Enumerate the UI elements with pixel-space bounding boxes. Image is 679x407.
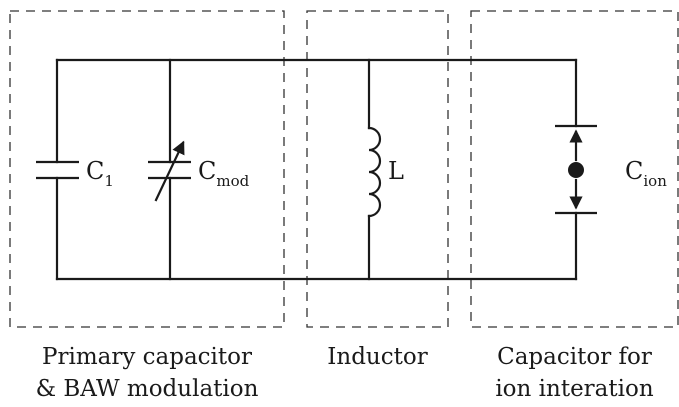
caption-inductor-line-1: Inductor: [327, 344, 428, 370]
variable-arrow-icon: [154, 140, 185, 202]
section-box-inductor: [306, 10, 449, 328]
svg-text:Cion: Cion: [625, 157, 667, 190]
section-box-ion: [470, 10, 679, 328]
caption-ion-line-1: Capacitor for: [497, 344, 652, 370]
capacitor-c1: C1: [36, 58, 114, 281]
capacitor-cion: Cion: [555, 58, 667, 281]
caption-primary-line-1: Primary capacitor: [42, 344, 252, 370]
cion-subscript: ion: [643, 172, 667, 190]
svg-text:C1: C1: [86, 157, 114, 190]
cion-label: C: [625, 157, 643, 185]
caption-primary-line-2: & BAW modulation: [35, 376, 259, 402]
c1-subscript: 1: [104, 172, 114, 190]
svg-text:Cmod: Cmod: [198, 157, 250, 190]
inductor-l: L: [367, 58, 404, 281]
capacitor-cmod: Cmod: [148, 58, 250, 281]
caption-primary: Primary capacitor & BAW modulation: [10, 341, 284, 405]
caption-inductor: Inductor: [307, 341, 448, 373]
section-box-primary: [9, 10, 285, 328]
inductor-coil-icon: [367, 126, 382, 218]
caption-ion: Capacitor for ion interation: [471, 341, 678, 405]
cmod-label: C: [198, 157, 216, 185]
cmod-subscript: mod: [216, 172, 249, 190]
ion-dot-icon: [568, 162, 584, 178]
inductor-label: L: [388, 157, 404, 185]
c1-label: C: [86, 157, 104, 185]
caption-ion-line-2: ion interation: [495, 376, 654, 402]
